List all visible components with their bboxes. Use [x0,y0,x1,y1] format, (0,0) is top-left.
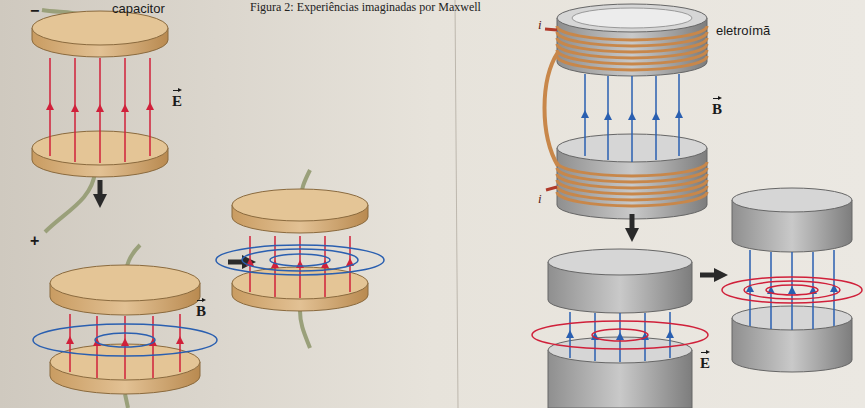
vector-label: B [712,96,722,118]
figure-title: Figura 2: Experiências imaginadas por Ma… [250,1,481,14]
sign: + [30,232,39,250]
current-label: i [538,18,542,32]
sign: − [30,2,39,20]
current-label: i [538,192,542,206]
vector-label: E [700,350,710,372]
part-name: capacitor [112,2,165,16]
vector-label: B [196,298,206,320]
part-name: eletroímã [716,24,770,38]
vector-label: E [172,88,182,110]
